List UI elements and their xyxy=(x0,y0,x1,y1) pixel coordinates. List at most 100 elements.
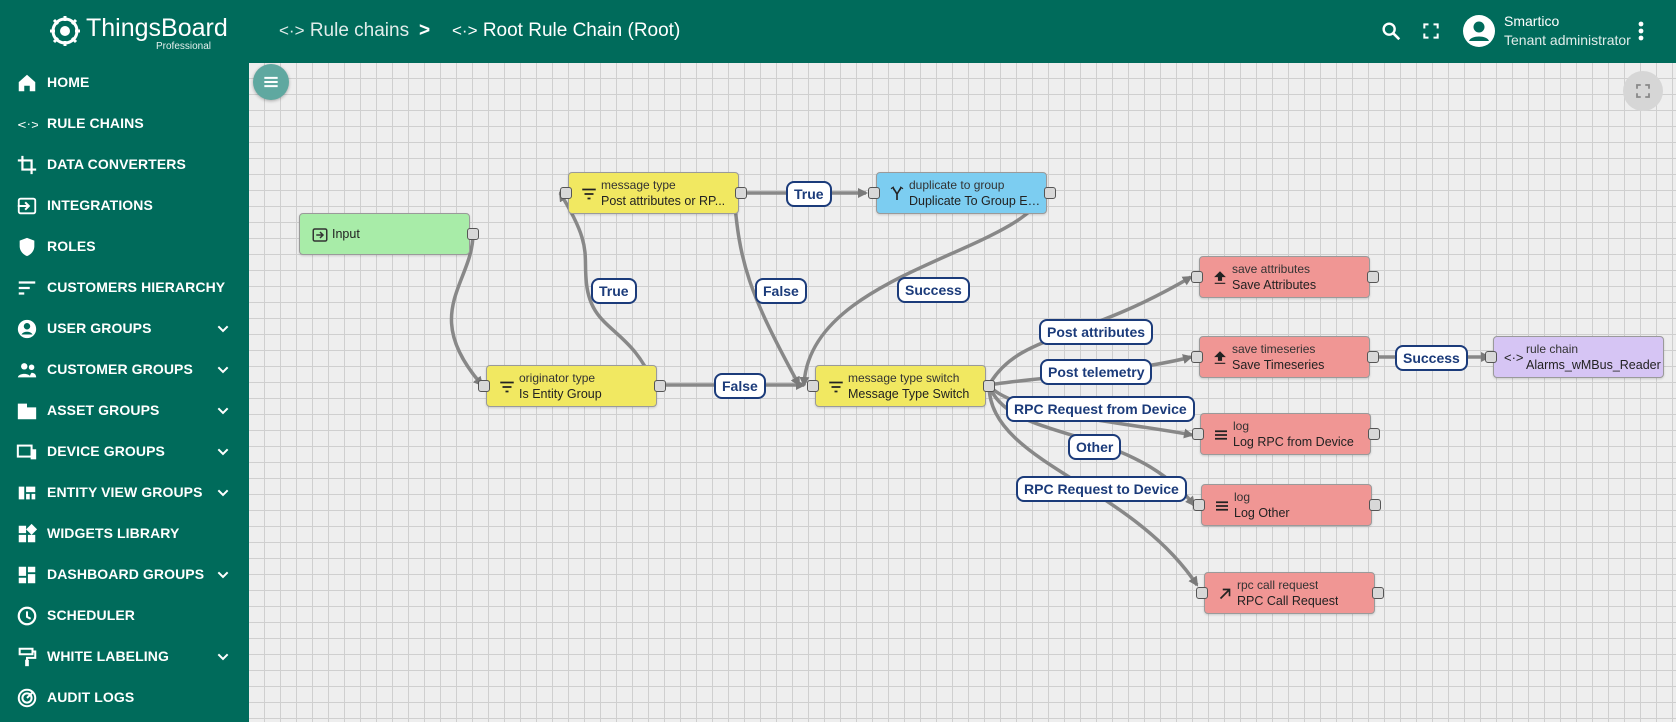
sidebar-item-audit-logs[interactable]: AUDIT LOGS xyxy=(0,677,249,718)
edge-label[interactable]: True xyxy=(591,278,637,304)
input-port[interactable] xyxy=(560,187,572,199)
sidebar-item-home[interactable]: HOME xyxy=(0,62,249,103)
edge-label[interactable]: RPC Request from Device xyxy=(1006,396,1195,422)
sidebar-item-scheduler[interactable]: SCHEDULER xyxy=(0,595,249,636)
input-icon xyxy=(312,228,328,242)
node-name: Save Timeseries xyxy=(1232,358,1325,372)
output-port[interactable] xyxy=(1044,187,1056,199)
breadcrumb-label: Rule chains xyxy=(309,20,410,41)
node-name: Alarms_wMBus_Reader xyxy=(1526,358,1661,372)
output-port[interactable] xyxy=(983,380,995,392)
node-log-other[interactable]: log Log Other xyxy=(1201,484,1372,526)
edge-label[interactable]: Post attributes xyxy=(1039,319,1154,345)
node-input[interactable]: Input xyxy=(299,213,470,255)
node-name: Log RPC from Device xyxy=(1233,435,1354,449)
output-port[interactable] xyxy=(1369,499,1381,511)
node-originator-type[interactable]: originator type Is Entity Group xyxy=(486,365,657,407)
breadcrumb-rule-chains[interactable]: <·> Rule chains xyxy=(279,20,409,42)
edge-label[interactable]: RPC Request to Device xyxy=(1016,476,1187,502)
edge-label[interactable]: False xyxy=(755,278,807,304)
rule-chain-canvas[interactable]: Input message type Post attributes or RP… xyxy=(249,63,1676,722)
sidebar-item-entity-view-groups[interactable]: ENTITY VIEW GROUPS xyxy=(0,472,249,513)
fullscreen-icon[interactable] xyxy=(1421,21,1441,41)
account-circle-icon xyxy=(17,319,37,339)
node-duplicate-to-group[interactable]: duplicate to group Duplicate To Group En… xyxy=(876,172,1047,214)
node-message-type[interactable]: message type Post attributes or RP... xyxy=(568,172,739,214)
chevron-down-icon[interactable] xyxy=(215,567,231,583)
sidebar-item-rule-chains[interactable]: <·>RULE CHAINS xyxy=(0,103,249,144)
input-port[interactable] xyxy=(1196,587,1208,599)
output-port[interactable] xyxy=(1367,271,1379,283)
node-type: message type switch xyxy=(848,371,960,385)
output-port[interactable] xyxy=(735,187,747,199)
sidebar-item-asset-groups[interactable]: ASSET GROUPS xyxy=(0,390,249,431)
node-type: originator type xyxy=(519,371,596,385)
sidebar-item-white-labeling[interactable]: WHITE LABELING xyxy=(0,636,249,677)
devices-icon xyxy=(16,444,37,460)
input-port[interactable] xyxy=(1191,351,1203,363)
sidebar-item-customer-groups[interactable]: CUSTOMER GROUPS xyxy=(0,349,249,390)
sidebar-item-label: ENTITY VIEW GROUPS xyxy=(47,484,203,500)
sidebar-item-label: WHITE LABELING xyxy=(47,648,169,664)
node-name: Save Attributes xyxy=(1232,278,1317,292)
sidebar-item-roles[interactable]: ROLES xyxy=(0,226,249,267)
node-save-attributes[interactable]: save attributes Save Attributes xyxy=(1199,256,1370,298)
node-library-toggle-button[interactable] xyxy=(253,64,289,100)
node-type: duplicate to group xyxy=(909,178,1005,192)
input-port[interactable] xyxy=(1192,428,1204,440)
node-save-timeseries[interactable]: save timeseries Save Timeseries xyxy=(1199,336,1370,378)
chevron-down-icon[interactable] xyxy=(215,321,231,337)
node-rpc-call-request[interactable]: rpc call request RPC Call Request xyxy=(1204,572,1375,614)
thingsboard-logo-icon xyxy=(50,16,80,46)
output-port[interactable] xyxy=(1372,587,1384,599)
node-log-rpc[interactable]: log Log RPC from Device xyxy=(1200,413,1371,455)
upload-icon xyxy=(1214,271,1226,284)
sidebar-item-user-groups[interactable]: USER GROUPS xyxy=(0,308,249,349)
sidebar-item-dashboard-groups[interactable]: DASHBOARD GROUPS xyxy=(0,554,249,595)
domain-icon xyxy=(17,403,37,420)
sidebar-item-label: ROLES xyxy=(47,238,96,254)
sidebar-item-integrations[interactable]: INTEGRATIONS xyxy=(0,185,249,226)
edge-label[interactable]: False xyxy=(714,373,766,399)
fullscreen-icon xyxy=(1636,84,1650,98)
rule-chain-icon: <·> xyxy=(1504,350,1524,365)
node-type: save timeseries xyxy=(1232,342,1316,356)
edge-label[interactable]: Post telemetry xyxy=(1040,359,1153,385)
input-port[interactable] xyxy=(478,380,490,392)
view-quilt-icon xyxy=(18,486,36,500)
search-icon[interactable] xyxy=(1380,20,1402,42)
canvas-fullscreen-button[interactable] xyxy=(1623,71,1663,111)
input-port[interactable] xyxy=(868,187,880,199)
output-port[interactable] xyxy=(467,228,479,240)
more-vert-icon[interactable] xyxy=(1637,20,1645,42)
edge-label[interactable]: Other xyxy=(1068,434,1122,460)
chevron-down-icon[interactable] xyxy=(215,444,231,460)
input-port[interactable] xyxy=(1191,271,1203,283)
input-port[interactable] xyxy=(807,380,819,392)
output-port[interactable] xyxy=(654,380,666,392)
edge-label[interactable]: Success xyxy=(1395,345,1468,371)
chevron-down-icon[interactable] xyxy=(215,403,231,419)
node-name: Message Type Switch xyxy=(848,387,970,401)
avatar-icon[interactable] xyxy=(1462,14,1496,48)
edge-label[interactable]: Success xyxy=(897,277,970,303)
logo[interactable]: ThingsBoard Professional xyxy=(46,12,236,54)
sidebar-item-label: DEVICE GROUPS xyxy=(47,443,165,459)
dashboard-icon xyxy=(18,566,36,584)
chevron-down-icon[interactable] xyxy=(215,485,231,501)
sidebar-item-device-groups[interactable]: DEVICE GROUPS xyxy=(0,431,249,472)
sidebar-item-widgets-library[interactable]: WIDGETS LIBRARY xyxy=(0,513,249,554)
chevron-down-icon[interactable] xyxy=(215,649,231,665)
edge-label[interactable]: True xyxy=(786,181,832,207)
sidebar-item-label: HOME xyxy=(47,74,90,90)
node-message-type-switch[interactable]: message type switch Message Type Switch xyxy=(815,365,986,407)
output-port[interactable] xyxy=(1368,428,1380,440)
output-port[interactable] xyxy=(1367,351,1379,363)
input-port[interactable] xyxy=(1485,351,1497,363)
sidebar-item-customers-hierarchy[interactable]: CUSTOMERS HIERARCHY xyxy=(0,267,249,308)
sidebar-item-data-converters[interactable]: DATA CONVERTERS xyxy=(0,144,249,185)
chevron-down-icon[interactable] xyxy=(215,362,231,378)
input-port[interactable] xyxy=(1193,499,1205,511)
node-rule-chain[interactable]: <·> rule chain Alarms_wMBus_Reader xyxy=(1493,336,1664,378)
upload-icon xyxy=(1214,351,1226,364)
